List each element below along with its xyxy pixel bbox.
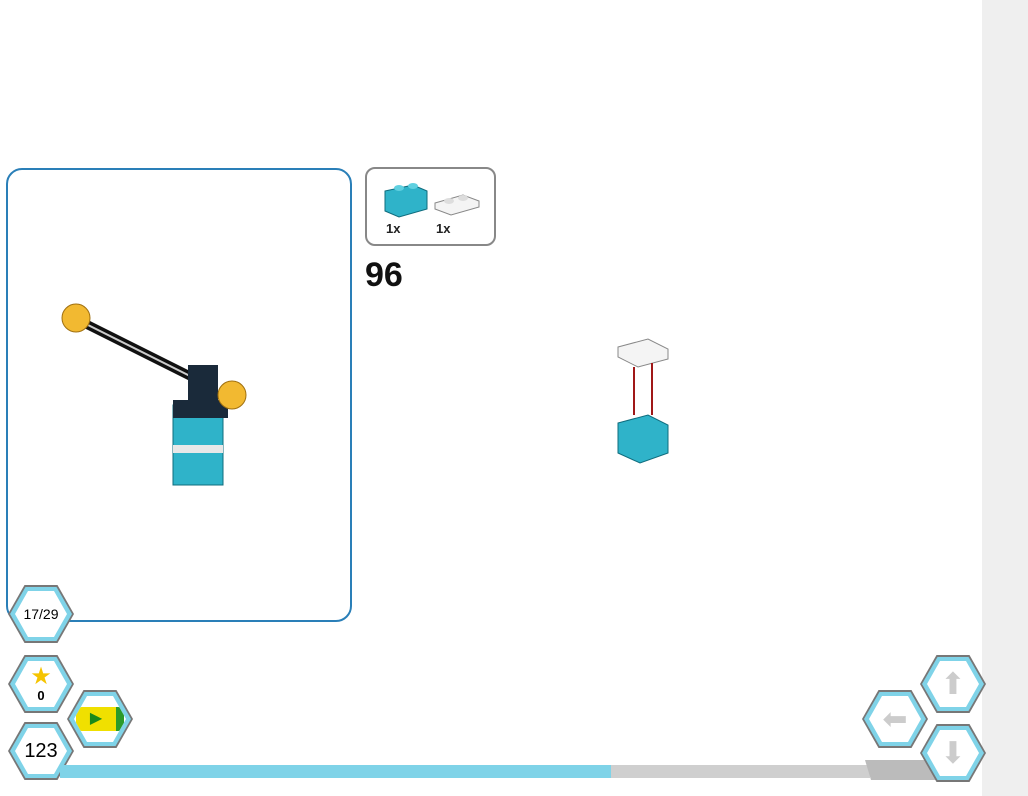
arrow-left-icon: ⬅	[882, 702, 908, 736]
model-preview-panel	[6, 168, 352, 622]
right-sidebar	[982, 0, 1028, 796]
teal-brick-icon	[384, 183, 428, 218]
progress-handle[interactable]	[865, 760, 940, 780]
model-preview-image	[61, 303, 247, 486]
assembly-instruction-image	[617, 338, 669, 464]
white-plate-icon	[434, 194, 480, 216]
parts-list: 1x 1x	[365, 167, 496, 246]
part-qty: 1x	[436, 221, 451, 236]
stars-button[interactable]: ★0	[8, 655, 74, 713]
page-counter-button[interactable]: 17/29	[8, 585, 74, 643]
step-number: 96	[365, 256, 403, 294]
progress-fill	[60, 765, 611, 778]
part-qty: 1x	[386, 221, 401, 236]
arrow-up-icon: ⬆	[940, 667, 966, 701]
play-icon: ▶	[76, 707, 124, 731]
arrow-down-icon: ⬇	[940, 736, 966, 770]
stars-count: 0	[37, 687, 45, 703]
page-counter-text: 17/29	[23, 606, 59, 622]
previous-button[interactable]: ⬅	[862, 690, 928, 748]
counter-button[interactable]: 123	[8, 722, 74, 780]
star-icon: ★	[30, 662, 52, 690]
up-button[interactable]: ⬆	[920, 655, 986, 713]
progress-bar	[60, 765, 870, 778]
down-button[interactable]: ⬇	[920, 724, 986, 782]
counter-text: 123	[24, 739, 58, 762]
play-button[interactable]: ▶	[67, 690, 133, 748]
